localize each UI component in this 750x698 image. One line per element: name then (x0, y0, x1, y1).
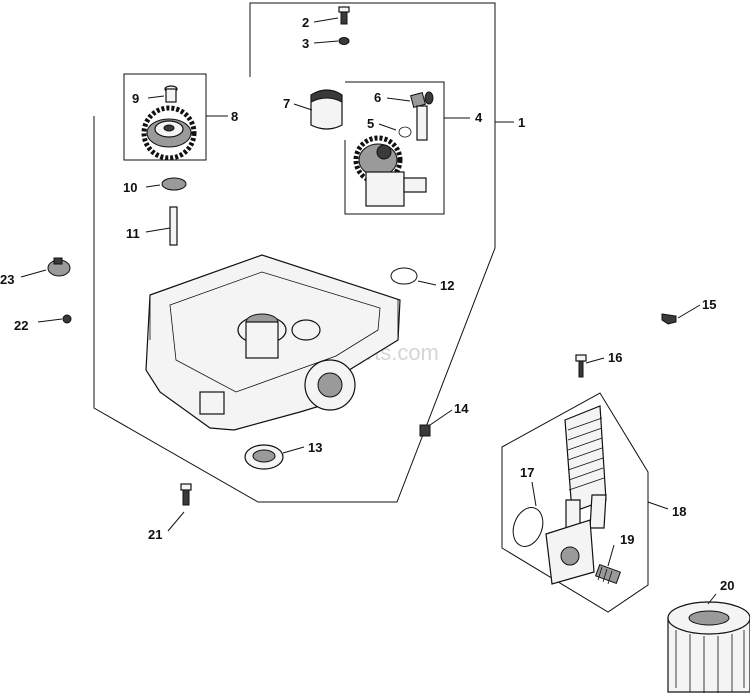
part-14-nut-drawing (419, 424, 431, 437)
callout-11: 11 (126, 226, 140, 241)
callout-3: 3 (302, 36, 309, 51)
callout-22: 22 (14, 318, 28, 333)
callout-23: 23 (0, 272, 14, 287)
part-19-nipple-drawing (594, 563, 622, 585)
part-16-bolt-drawing (575, 354, 587, 378)
callout-17: 17 (520, 465, 534, 480)
leader-lines (20, 17, 717, 605)
part-12-o-ring-drawing (390, 267, 418, 285)
callout-6: 6 (374, 90, 381, 105)
callout-8: 8 (231, 109, 238, 124)
part-2-screw-drawing (338, 6, 350, 25)
group-4-boundary (344, 81, 445, 215)
part-3-nut-drawing (338, 37, 350, 45)
callout-13: 13 (308, 440, 322, 455)
part-11-dowel-drawing (169, 206, 178, 246)
callout-5: 5 (367, 116, 374, 131)
callout-15: 15 (702, 297, 716, 312)
callout-7: 7 (283, 96, 290, 111)
callout-12: 12 (440, 278, 454, 293)
crankcase-drawing (145, 254, 401, 431)
callout-14: 14 (454, 401, 469, 416)
callout-19: 19 (620, 532, 634, 547)
part-4-oil-pump-drawing (353, 135, 427, 207)
part-21-bolt-drawing (180, 483, 192, 506)
part-22-plug-drawing (62, 314, 72, 324)
callout-10: 10 (123, 180, 137, 195)
part-6-fitting-drawing (410, 91, 434, 141)
callout-9: 9 (132, 91, 139, 106)
part-23-plug-drawing (47, 257, 71, 277)
part-17-o-ring-drawing (512, 507, 544, 547)
part-10-washer-drawing (161, 177, 187, 191)
part-15-clip-drawing (661, 313, 677, 325)
group-1-boundary (93, 2, 496, 503)
part-13-seal-drawing (244, 444, 284, 470)
callout-18: 18 (672, 504, 686, 519)
part-9-pin-drawing (164, 85, 178, 103)
callout-2: 2 (302, 15, 309, 30)
part-7-bearing-drawing (310, 89, 343, 130)
part-20-oil-filter-drawing (667, 601, 750, 693)
callout-16: 16 (608, 350, 622, 365)
callout-1: 1 (518, 115, 525, 130)
part-8-gear-drawing (141, 105, 197, 161)
part-18-oil-cooler-drawing (545, 405, 607, 585)
group-18-boundary (501, 392, 649, 613)
callout-21: 21 (148, 527, 162, 542)
callout-4: 4 (475, 110, 483, 125)
callout-20: 20 (720, 578, 734, 593)
part-5-o-ring-drawing (398, 126, 412, 138)
